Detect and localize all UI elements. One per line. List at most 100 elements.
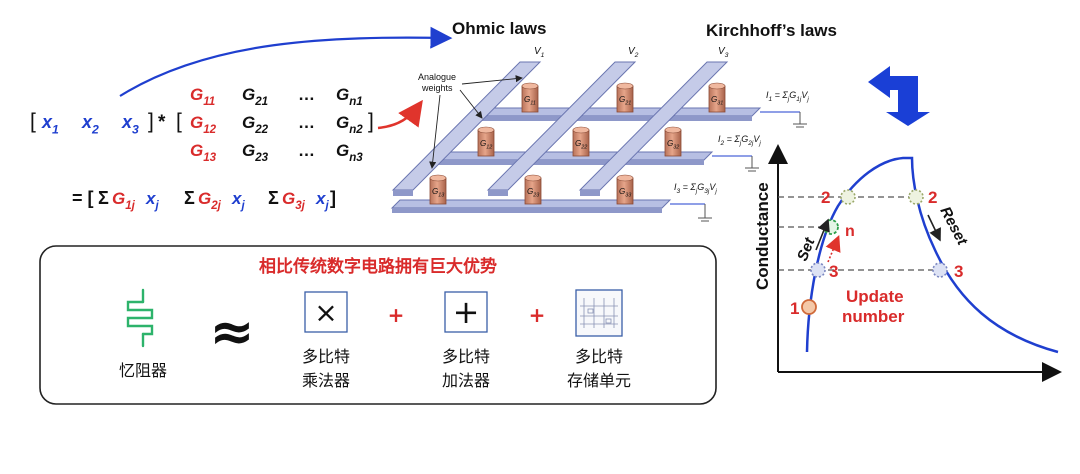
memristor-pillar: G21: [616, 82, 634, 113]
matrix-arrow: [377, 99, 423, 130]
current-label: I1 = ΣjG1jVj: [766, 90, 809, 103]
state-2-left-label: 2: [821, 188, 830, 207]
set-label: Set: [794, 235, 819, 264]
transition-arrow: [868, 66, 930, 126]
matrix-bracket-open: [: [176, 110, 182, 133]
update-label-1: Update: [846, 287, 904, 306]
storage-line2: 存储单元: [567, 371, 631, 390]
memristor-pillar: G33: [616, 174, 634, 205]
advantage-title: 相比传统数字电路拥有巨大优势: [259, 256, 497, 277]
advantage-box: 相比传统数字电路拥有巨大优势 忆阻器 ≈ × 多比特 乘法器 + + 多比特 加…: [39, 245, 717, 405]
y-axis-label: Conductance: [753, 182, 772, 290]
analogue-label-1: Analogue: [418, 72, 456, 82]
result-x: xj: [231, 189, 245, 212]
memristor-label: 忆阻器: [119, 361, 167, 380]
vector-bracket-open: [: [30, 110, 36, 133]
memristor-pillar: G22: [572, 126, 590, 157]
matrix-bracket-close: ]: [368, 110, 374, 133]
plus-sign-1: +: [388, 303, 405, 327]
state-n-label: n: [845, 223, 855, 240]
matrix-entry: G12: [190, 113, 217, 136]
plus-sign-2: +: [529, 303, 546, 327]
memristor-pillar: G23: [524, 174, 542, 205]
pillar-label: G22: [575, 139, 587, 150]
pillar-label: G33: [619, 187, 631, 198]
multiplier-item: × 多比特 乘法器: [302, 291, 350, 390]
matrix-entry: Gn1: [336, 85, 363, 108]
result-g: G1j: [112, 189, 136, 212]
voltage-label: V1: [534, 46, 545, 59]
current-label: I3 = ΣjG3jVj: [674, 182, 717, 195]
memristor-pillar: G12: [477, 126, 495, 157]
pillar-label: G21: [619, 95, 631, 106]
pillar-label: G11: [524, 95, 536, 106]
voltage-label: V2: [628, 46, 639, 59]
result-sigma: Σ: [268, 188, 279, 208]
matrix-entry: Gn3: [336, 141, 363, 164]
state-1-label: 1: [790, 299, 799, 318]
multiplier-line1: 多比特: [302, 347, 350, 366]
adder-symbol: +: [453, 293, 480, 331]
storage-item: 多比特 存储单元: [567, 289, 631, 390]
result-sigma: Σ: [184, 188, 195, 208]
memristor-pillar: G32: [664, 126, 682, 157]
storage-circuit-icon: [580, 298, 618, 328]
matrix-entry: G23: [242, 141, 269, 164]
state-3-right-label: 3: [954, 262, 963, 281]
memristor-pillar: G11: [521, 82, 539, 113]
result-x: xj: [145, 189, 159, 212]
matrix-entry: …: [298, 113, 315, 132]
top-bars: [391, 61, 729, 196]
advantage-frame: [39, 245, 717, 405]
kirchhoff-title: Kirchhoff’s laws: [706, 21, 837, 40]
vector-entry: x3: [121, 112, 139, 136]
matrix-entry: G22: [242, 113, 269, 136]
multiply-sign: *: [158, 112, 166, 133]
matrix-entry: G11: [190, 85, 215, 108]
memristor-pillar: G31: [708, 82, 726, 113]
matrix-entry: Gn2: [336, 113, 363, 136]
matrix-entry: G13: [190, 141, 217, 164]
result-g: G2j: [198, 189, 222, 212]
crossbar-diagram: Ohmic laws Kirchhoff’s laws G11 G21 G31G12…: [390, 19, 837, 222]
adder-line2: 加法器: [442, 371, 490, 390]
reset-label: Reset: [936, 204, 971, 249]
vector-bracket-close: ]: [148, 110, 154, 133]
conductance-curve: [805, 156, 1059, 354]
matrix-entry: G21: [242, 85, 268, 108]
adder-line1: 多比特: [442, 347, 490, 366]
state-2-left-marker: [840, 189, 856, 205]
state-2-right-marker: [908, 189, 924, 205]
multiplier-symbol: ×: [314, 296, 337, 329]
pillar-label: G31: [711, 95, 723, 106]
result-sigma: Σ: [98, 188, 109, 208]
memristor-icon: [126, 288, 154, 348]
output-wires: [670, 111, 807, 222]
state-3-right-marker: [932, 262, 948, 278]
state-2-right-label: 2: [928, 188, 937, 207]
state-3-left-label: 3: [829, 262, 838, 281]
pillar-label: G23: [527, 187, 539, 198]
pillar-label: G12: [480, 139, 492, 150]
state-1-marker: [801, 299, 817, 315]
pillar-label: G13: [432, 187, 444, 198]
bottom-bars: [390, 107, 762, 213]
ohmic-title: Ohmic laws: [452, 19, 546, 38]
conductance-plot: Conductance 1 2 2 3 3 n Set Reset Update…: [753, 144, 1062, 382]
result-x: xj: [315, 189, 329, 212]
vector-entry: x2: [81, 112, 99, 136]
update-label-2: number: [842, 307, 905, 326]
input-arrow: [119, 26, 453, 97]
pillar-label: G32: [667, 139, 679, 150]
state-3-left-marker: [810, 262, 826, 278]
state-n-marker: [823, 219, 839, 235]
vector-entry: x1: [41, 112, 59, 136]
storage-line1: 多比特: [575, 347, 623, 366]
adder-item: + 多比特 加法器: [442, 291, 490, 390]
